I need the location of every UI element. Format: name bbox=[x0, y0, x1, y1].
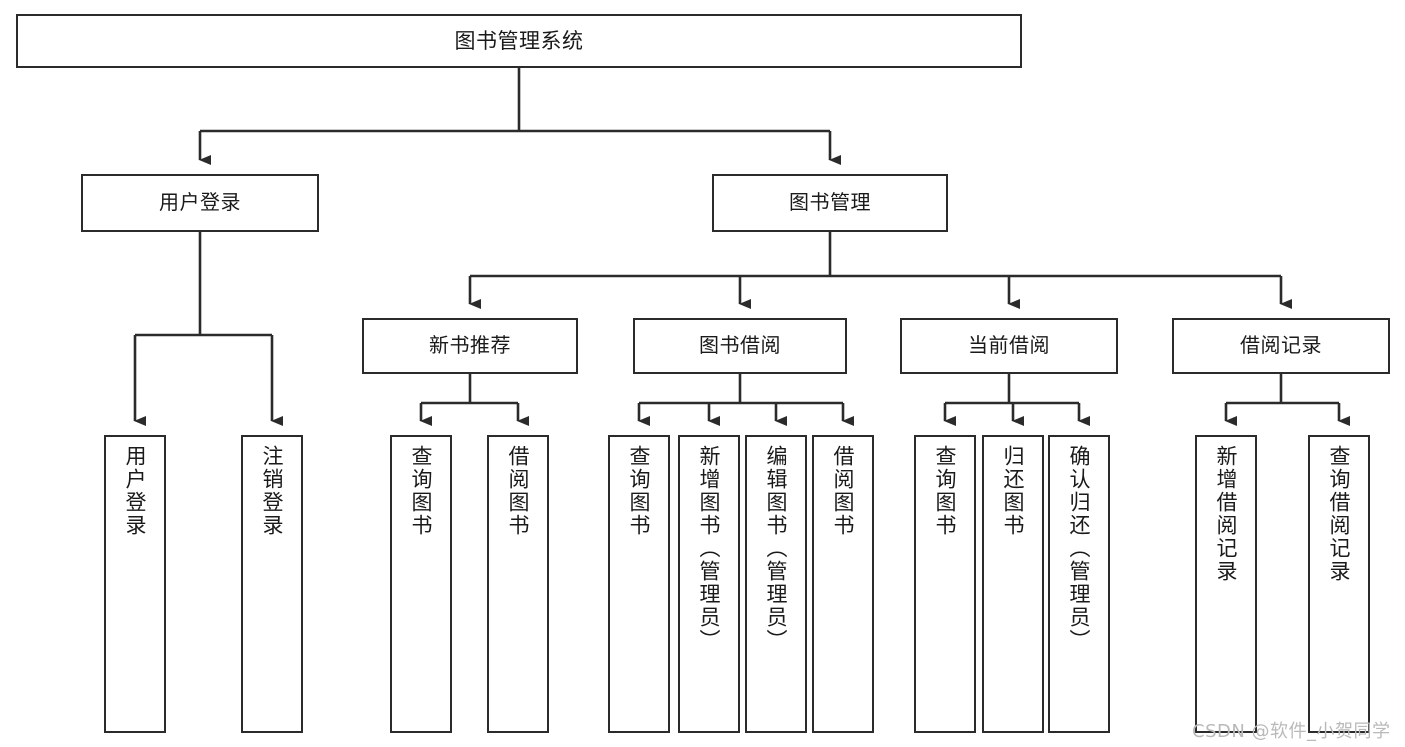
node-leaf-confirm-return[interactable]: 确认归还（管理员） bbox=[1048, 435, 1110, 733]
node-leaf-edit-book[interactable]: 编辑图书（管理员） bbox=[745, 435, 807, 733]
node-book-borrow[interactable]: 图书借阅 bbox=[633, 318, 847, 374]
node-leaf-confirm-return-label: 确认归还（管理员） bbox=[1067, 445, 1092, 652]
node-leaf-add-borrow-record[interactable]: 新增借阅记录 bbox=[1195, 435, 1257, 733]
node-new-book-recommend[interactable]: 新书推荐 bbox=[362, 318, 578, 374]
node-leaf-query-borrow-record-label: 查询借阅记录 bbox=[1327, 445, 1352, 583]
node-book-manage[interactable]: 图书管理 bbox=[712, 174, 948, 232]
node-borrow-record-label: 借阅记录 bbox=[1240, 333, 1322, 358]
node-user-login[interactable]: 用户登录 bbox=[81, 174, 319, 232]
node-leaf-edit-book-label: 编辑图书（管理员） bbox=[764, 445, 789, 652]
node-leaf-user-logout-label: 注销登录 bbox=[260, 445, 285, 537]
node-leaf-user-login-label: 用户登录 bbox=[123, 445, 148, 537]
node-leaf-borrow-book[interactable]: 借阅图书 bbox=[812, 435, 874, 733]
node-leaf-return-book-label: 归还图书 bbox=[1001, 445, 1026, 537]
node-leaf-return-book[interactable]: 归还图书 bbox=[982, 435, 1044, 733]
node-leaf-user-login[interactable]: 用户登录 bbox=[104, 435, 166, 733]
node-leaf-user-logout[interactable]: 注销登录 bbox=[241, 435, 303, 733]
node-leaf-query-book-current[interactable]: 查询图书 bbox=[914, 435, 976, 733]
node-current-borrow-label: 当前借阅 bbox=[968, 333, 1050, 358]
node-leaf-borrow-book-label: 借阅图书 bbox=[831, 445, 856, 537]
node-leaf-query-book-new-label: 查询图书 bbox=[409, 445, 434, 537]
node-root-system-label: 图书管理系统 bbox=[454, 28, 584, 53]
node-borrow-record[interactable]: 借阅记录 bbox=[1172, 318, 1390, 374]
watermark-text: CSDN @软件_小贺同学 bbox=[1192, 721, 1391, 742]
node-leaf-add-book-label: 新增图书（管理员） bbox=[697, 445, 722, 652]
node-leaf-borrow-book-new-label: 借阅图书 bbox=[506, 445, 531, 537]
node-new-book-recommend-label: 新书推荐 bbox=[429, 333, 511, 358]
node-leaf-query-book-new[interactable]: 查询图书 bbox=[390, 435, 452, 733]
node-leaf-query-book-borrow-label: 查询图书 bbox=[627, 445, 652, 537]
node-root-system[interactable]: 图书管理系统 bbox=[16, 14, 1022, 68]
node-user-login-label: 用户登录 bbox=[159, 190, 241, 215]
node-leaf-query-book-current-label: 查询图书 bbox=[933, 445, 958, 537]
node-leaf-add-borrow-record-label: 新增借阅记录 bbox=[1214, 445, 1239, 583]
node-leaf-query-borrow-record[interactable]: 查询借阅记录 bbox=[1308, 435, 1370, 733]
node-leaf-borrow-book-new[interactable]: 借阅图书 bbox=[487, 435, 549, 733]
node-book-borrow-label: 图书借阅 bbox=[699, 333, 781, 358]
node-leaf-query-book-borrow[interactable]: 查询图书 bbox=[608, 435, 670, 733]
node-leaf-add-book[interactable]: 新增图书（管理员） bbox=[678, 435, 740, 733]
node-current-borrow[interactable]: 当前借阅 bbox=[900, 318, 1118, 374]
node-book-manage-label: 图书管理 bbox=[789, 190, 871, 215]
